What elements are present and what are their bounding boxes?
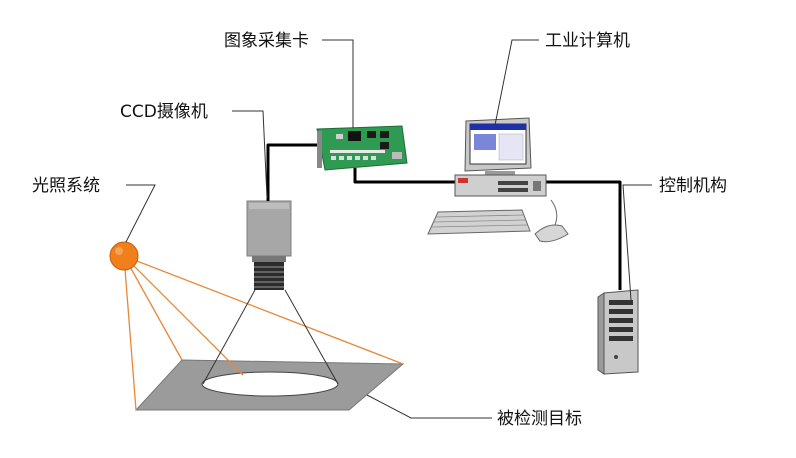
ccd-camera-icon bbox=[246, 200, 292, 290]
field-of-view-ellipse bbox=[201, 371, 339, 397]
leader-ccd-camera bbox=[232, 110, 268, 199]
leader-capture-card bbox=[322, 39, 354, 128]
label-lighting: 光照系统 bbox=[32, 176, 100, 196]
label-ccd-camera: CCD摄像机 bbox=[120, 102, 208, 122]
controller-icon bbox=[597, 289, 639, 375]
leader-lines bbox=[125, 39, 652, 419]
leader-lighting bbox=[125, 184, 156, 243]
camera-view-cone bbox=[202, 289, 339, 385]
leader-controller bbox=[622, 184, 652, 301]
lamp-icon bbox=[109, 241, 139, 271]
capture-card-icon bbox=[316, 125, 408, 171]
label-target: 被检测目标 bbox=[497, 409, 582, 429]
label-capture-card: 图象采集卡 bbox=[224, 31, 309, 51]
leader-computer bbox=[494, 39, 539, 126]
light-rays bbox=[123, 255, 404, 411]
leader-target bbox=[366, 394, 492, 419]
computer-icon bbox=[427, 117, 569, 243]
label-computer: 工业计算机 bbox=[545, 31, 630, 51]
cable-camera-to-card bbox=[266, 135, 322, 201]
cable-computer-to-controller bbox=[545, 180, 622, 290]
label-controller: 控制机构 bbox=[659, 176, 727, 196]
cable-card-to-computer bbox=[353, 168, 470, 184]
